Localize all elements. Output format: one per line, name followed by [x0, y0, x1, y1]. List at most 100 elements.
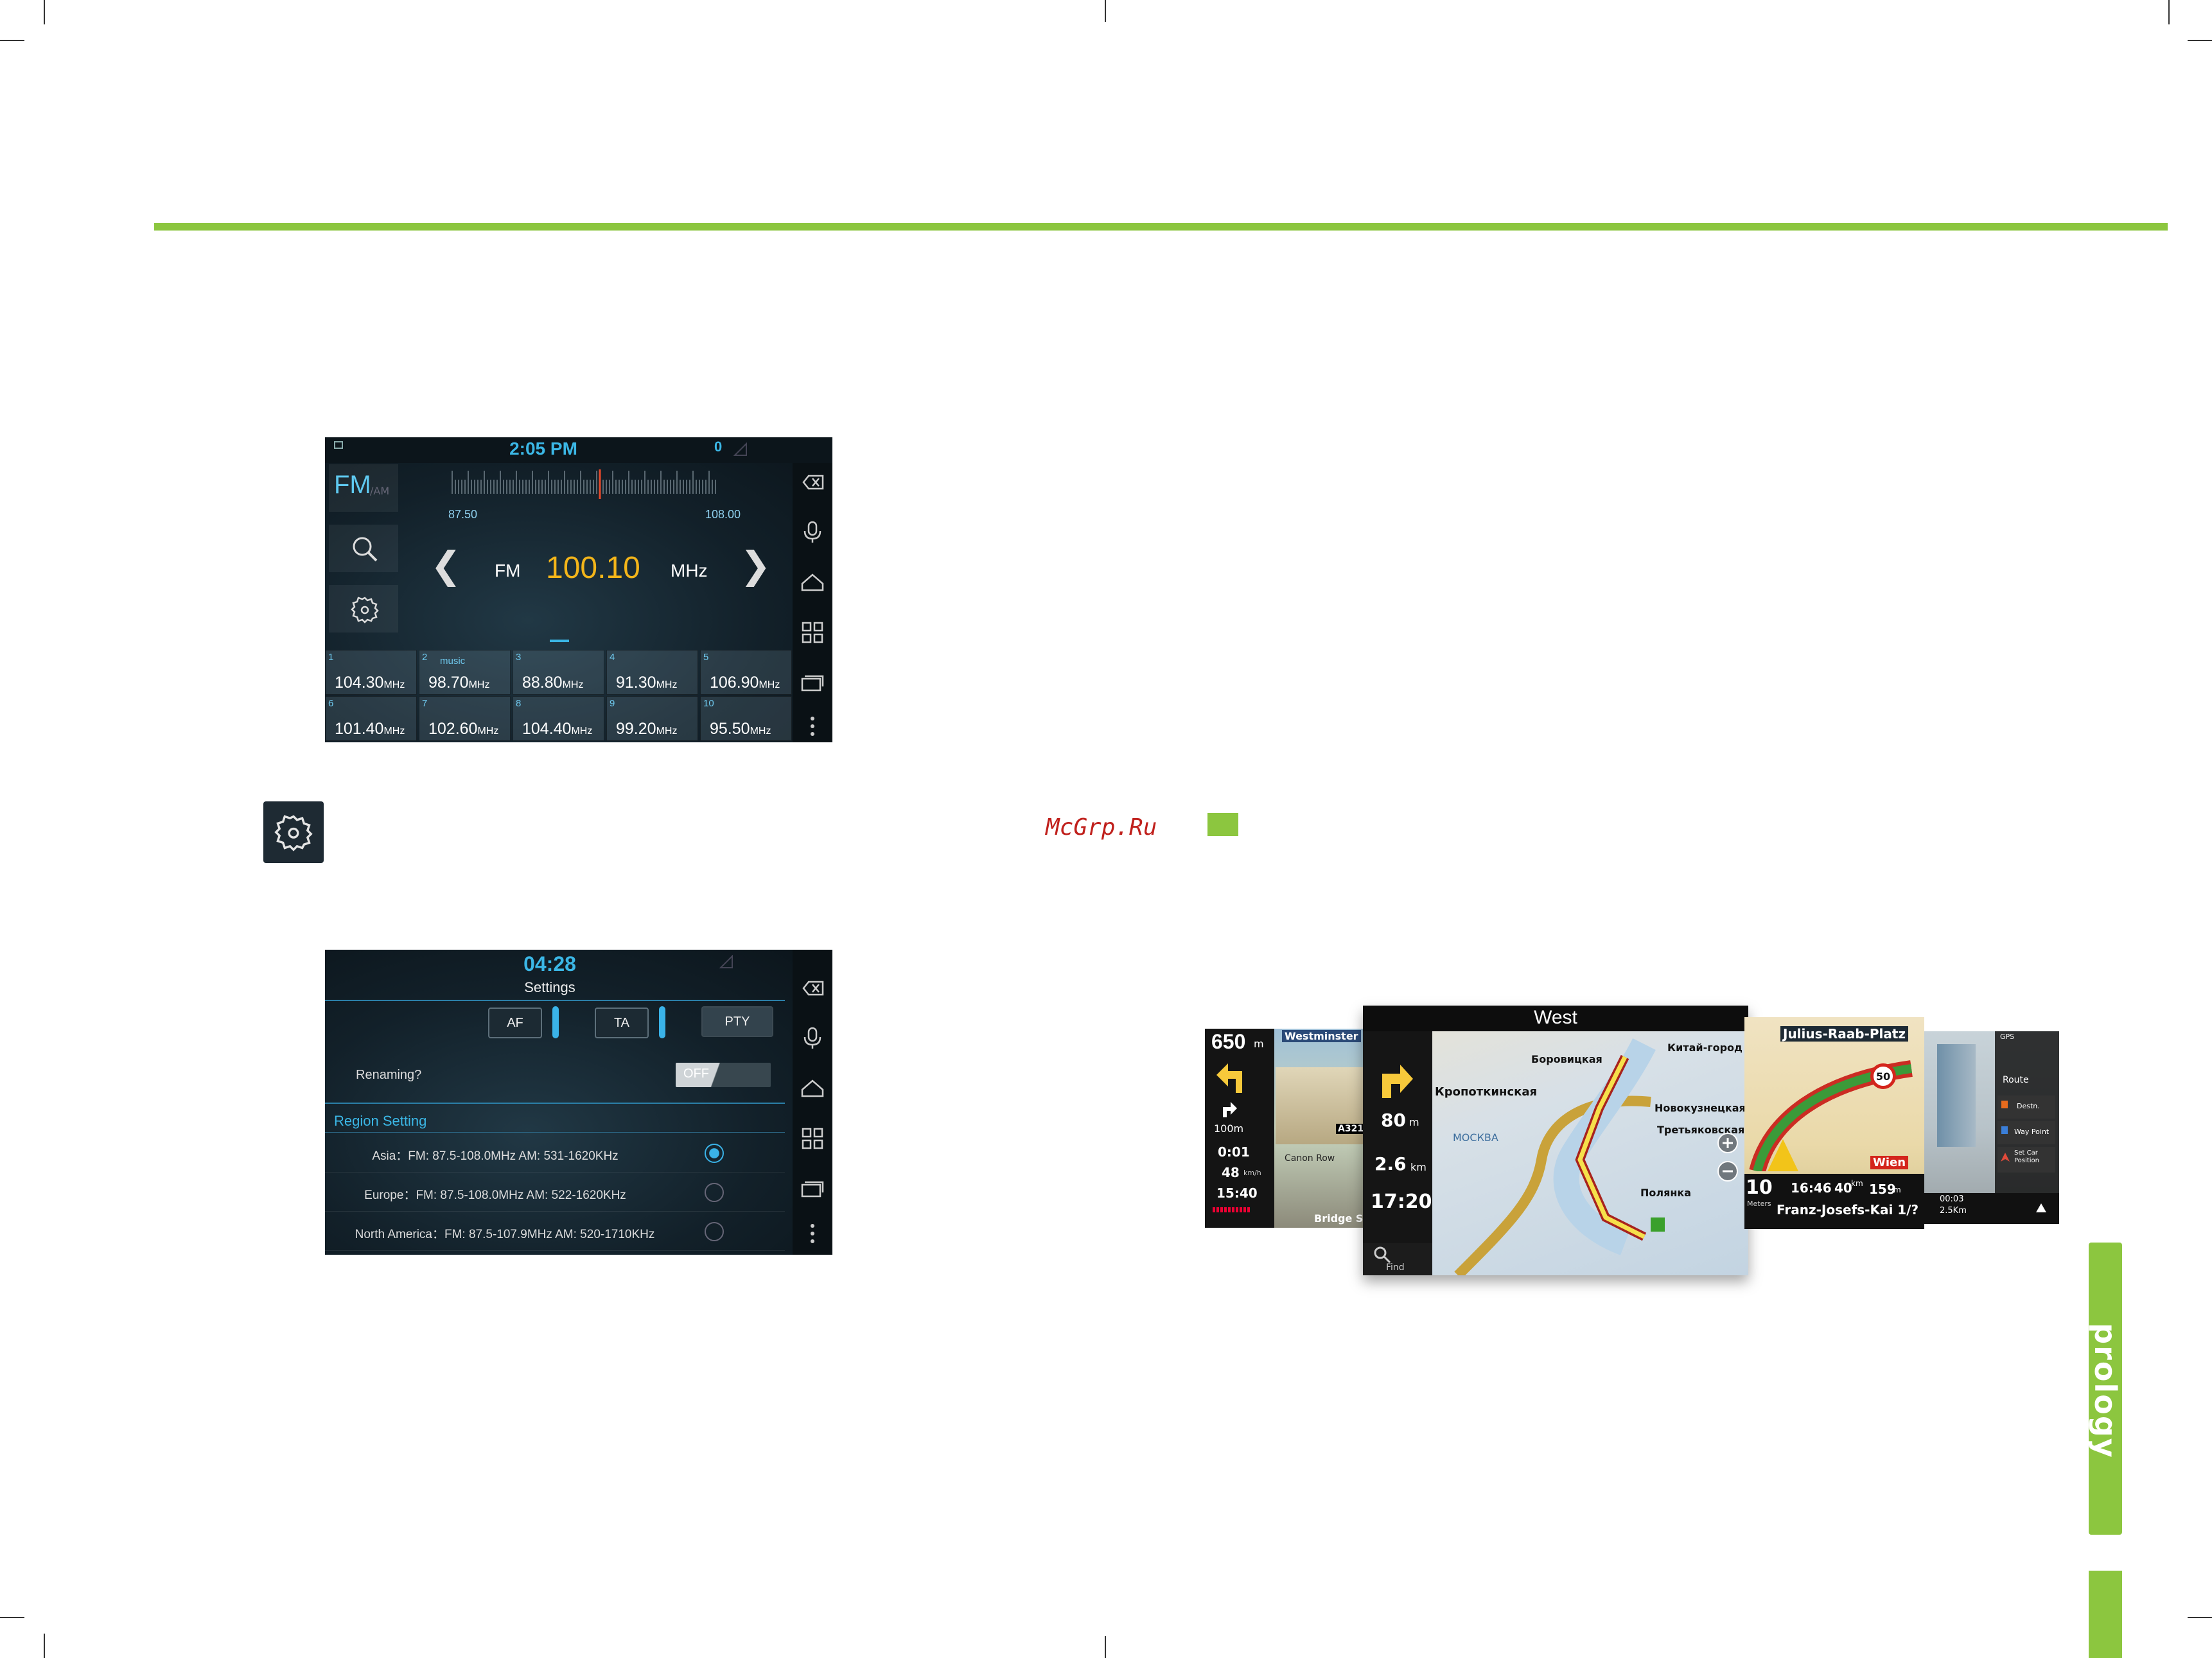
arrival-time: 17:20	[1371, 1191, 1432, 1213]
band-toggle[interactable]: FM /AM	[329, 464, 398, 512]
freq-unit: MHz	[671, 561, 708, 580]
tuning-scale[interactable]	[447, 468, 723, 500]
trip-distance: 40	[1834, 1180, 1852, 1196]
seek-up-button[interactable]: ❯	[740, 543, 771, 587]
zoom-in-icon[interactable]	[1716, 1131, 1739, 1155]
settings-icon-callout	[263, 801, 324, 863]
map-label: Полянка	[1640, 1187, 1692, 1199]
home-icon[interactable]	[801, 1077, 824, 1100]
status-strip: 00:03 2.5Km	[1924, 1193, 2059, 1224]
trip-distance: 2.6	[1374, 1153, 1407, 1174]
up-arrow-icon[interactable]	[2035, 1202, 2048, 1214]
preset-number: 10	[703, 698, 714, 709]
signal-icon	[719, 955, 733, 968]
crop-mark	[0, 1617, 24, 1618]
region-option[interactable]: North America：FM: 87.5-107.9MHz AM: 520-…	[325, 1212, 785, 1251]
radio-selected[interactable]	[705, 1144, 724, 1163]
find-button[interactable]: Find	[1363, 1243, 1432, 1275]
preset-frequency: 88.80MHz	[522, 674, 584, 692]
waypoint-button[interactable]: Way Point	[1997, 1121, 2055, 1144]
freq-band: FM	[495, 561, 521, 580]
heading-bar: West	[1363, 1006, 1748, 1031]
notification-icon	[334, 441, 343, 449]
turn-right-small-icon	[1223, 1102, 1237, 1117]
crop-mark	[2168, 0, 2170, 24]
microphone-icon[interactable]	[801, 521, 824, 544]
crop-mark	[2188, 1617, 2212, 1618]
status-bar: 2:05 PM 0	[325, 437, 832, 463]
frequency-display: 100.10	[546, 551, 640, 585]
page-indicator	[550, 640, 569, 642]
next-distance: 159	[1869, 1182, 1896, 1197]
trip-unit: km	[1410, 1161, 1426, 1173]
map-canvas[interactable]	[1744, 1043, 1924, 1171]
map-label: МОСКВА	[1453, 1131, 1498, 1144]
radio-unselected[interactable]	[705, 1183, 724, 1202]
map-canvas[interactable]	[1432, 1031, 1748, 1275]
gear-icon	[351, 597, 379, 624]
brand-bar	[2089, 1571, 2122, 1658]
preset-number: 6	[328, 698, 334, 709]
destination-button[interactable]: Destn.	[1997, 1095, 2055, 1119]
search-icon	[1374, 1246, 1391, 1264]
distance-unit: m	[1409, 1116, 1419, 1128]
bottom-street: Bridge S	[1314, 1212, 1364, 1225]
distance-value: 10	[1746, 1176, 1773, 1199]
radio-unselected[interactable]	[705, 1222, 724, 1241]
ta-toggle[interactable]	[659, 1006, 665, 1038]
preset-number: 8	[516, 698, 522, 709]
home-icon[interactable]	[801, 571, 824, 594]
search-button[interactable]	[329, 525, 398, 572]
ta-button[interactable]: TA	[595, 1008, 649, 1038]
zoom-out-icon[interactable]	[1716, 1160, 1739, 1183]
region-option[interactable]: Europe：FM: 87.5-108.0MHz AM: 522-1620KHz	[325, 1173, 785, 1212]
set-car-position-button[interactable]: Set Car Position	[1997, 1147, 2055, 1173]
recent-apps-icon[interactable]	[801, 671, 824, 694]
road-label: A321	[1336, 1124, 1366, 1134]
nav-tile-london: 650 m 100m 0:01 48 km/h 15:40 Westminste…	[1205, 1029, 1378, 1228]
renaming-switch[interactable]: OFF	[676, 1063, 771, 1087]
pty-button[interactable]: PTY	[701, 1006, 773, 1037]
apps-grid-icon[interactable]	[801, 1127, 824, 1150]
af-button[interactable]: AF	[488, 1008, 542, 1038]
seek-down-button[interactable]: ❮	[430, 543, 462, 587]
overflow-menu-icon[interactable]	[801, 715, 824, 738]
back-icon[interactable]	[801, 977, 824, 1000]
preset-frequency: 101.40MHz	[335, 720, 405, 738]
af-toggle[interactable]	[552, 1006, 559, 1038]
find-label: Find	[1386, 1262, 1405, 1273]
back-icon[interactable]	[801, 471, 824, 494]
preset-ps: music	[440, 656, 466, 667]
apps-grid-icon[interactable]	[801, 621, 824, 644]
heading-label: West	[1534, 1007, 1577, 1028]
street-name: Westminster	[1282, 1030, 1361, 1042]
arrival-time: 16:46	[1791, 1180, 1832, 1196]
navigation-collage: 650 m 100m 0:01 48 km/h 15:40 Westminste…	[1205, 1006, 2059, 1307]
renaming-label: Renaming?	[356, 1068, 422, 1082]
destination-label: Destn.	[2017, 1102, 2040, 1110]
microphone-icon[interactable]	[801, 1027, 824, 1050]
sub-distance: 100m	[1214, 1122, 1244, 1135]
watermark: McGrp.Ru	[1046, 814, 1157, 841]
system-nav-bar	[793, 950, 832, 1255]
place-label: Wien	[1870, 1156, 1909, 1169]
overflow-menu-icon[interactable]	[801, 1222, 824, 1245]
recent-apps-icon[interactable]	[801, 1177, 824, 1200]
distance-value: 80	[1381, 1110, 1406, 1131]
crop-mark	[44, 1634, 45, 1658]
route-info-bar: 10 Meters 16:46 40 km 159 m Franz-Josefs…	[1744, 1174, 1924, 1229]
range-min: 87.50	[448, 508, 478, 521]
region-option[interactable]: Asia：FM: 87.5-108.0MHz AM: 531-1620KHz	[325, 1133, 785, 1173]
settings-button[interactable]	[329, 585, 398, 633]
